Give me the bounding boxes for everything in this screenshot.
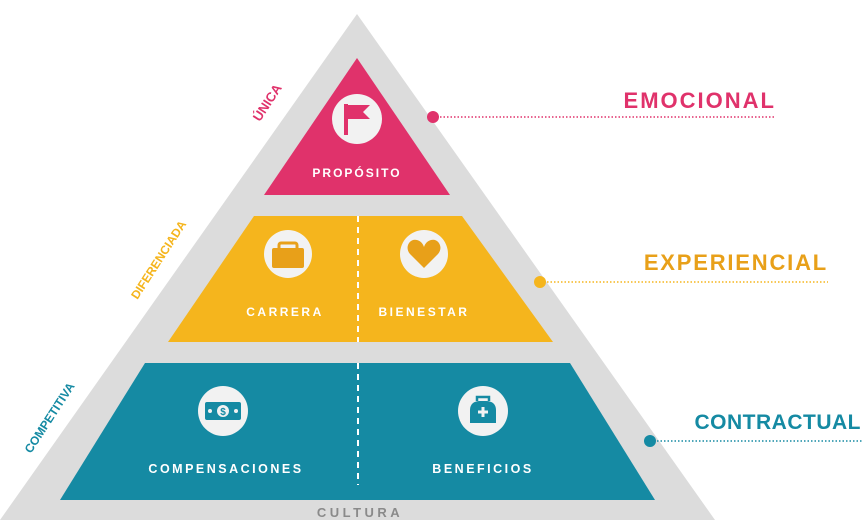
side-label-unica: ÚNICA bbox=[250, 81, 285, 124]
beneficios-label: BENEFICIOS bbox=[432, 462, 533, 476]
carrera-label: CARRERA bbox=[246, 305, 324, 319]
bienestar-label: BIENESTAR bbox=[379, 305, 470, 319]
briefcase-icon bbox=[264, 230, 312, 278]
middle-tier-band bbox=[168, 216, 553, 342]
money-icon: $ bbox=[198, 386, 248, 436]
experiencial-label: EXPERIENCIAL bbox=[644, 250, 828, 275]
svg-text:$: $ bbox=[220, 407, 226, 418]
flag-icon bbox=[332, 94, 382, 144]
emocional-label: EMOCIONAL bbox=[624, 88, 776, 113]
contractual-connector bbox=[644, 435, 863, 447]
emocional-connector bbox=[427, 111, 776, 123]
contractual-label: CONTRACTUAL bbox=[695, 411, 861, 434]
compensaciones-label: COMPENSACIONES bbox=[148, 462, 303, 476]
medical-kit-icon bbox=[458, 386, 508, 436]
experiencial-connector bbox=[534, 276, 828, 288]
base-label: CULTURA bbox=[317, 505, 403, 520]
heart-icon bbox=[400, 230, 448, 278]
proposito-label: PROPÓSITO bbox=[312, 165, 401, 180]
